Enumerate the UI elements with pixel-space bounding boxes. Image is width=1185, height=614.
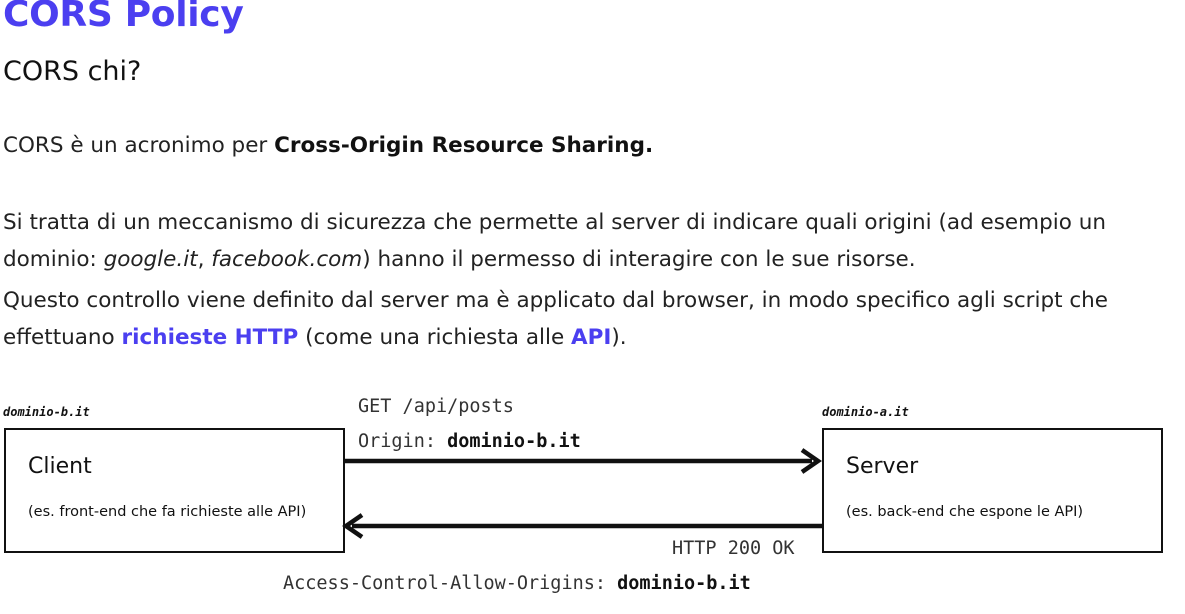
- request-origin-header: Origin: dominio-b.it: [358, 431, 581, 452]
- origin-header-label: Origin:: [358, 431, 448, 452]
- client-title: Client: [28, 454, 92, 479]
- description-paragraph: Si tratta di un meccanismo di sicurezza …: [3, 204, 1183, 278]
- example-domain-google: google.it: [103, 247, 198, 272]
- response-cors-header: Access-Control-Allow-Origins: dominio-b.…: [283, 573, 751, 594]
- client-box: Client (es. front-end che fa richieste a…: [4, 428, 345, 553]
- description-line-2-suffix: ) hanno il permesso di interagire con le…: [362, 247, 916, 272]
- intro-term: Cross-Origin Resource Sharing.: [274, 133, 654, 158]
- description-line-1: Si tratta di un meccanismo di sicurezza …: [3, 210, 1106, 235]
- request-line: GET /api/posts: [358, 396, 514, 417]
- description-separator: ,: [197, 247, 212, 272]
- enforcement-line-2-mid: (come una richiesta alle: [298, 325, 571, 350]
- intro-text: CORS è un acronimo per: [3, 133, 275, 158]
- server-description: (es. back-end che espone le API): [846, 504, 1084, 520]
- cors-header-label: Access-Control-Allow-Origins:: [283, 573, 618, 594]
- enforcement-line-2-suffix: ).: [611, 325, 627, 350]
- client-description: (es. front-end che fa richieste alle API…: [28, 504, 307, 520]
- enforcement-paragraph: Questo controllo viene definito dal serv…: [3, 282, 1183, 356]
- server-domain-label: dominio-a.it: [822, 405, 909, 419]
- client-domain-label: dominio-b.it: [3, 405, 90, 419]
- enforcement-line-2-prefix: effettuano: [3, 325, 122, 350]
- page-title: CORS Policy: [3, 0, 244, 35]
- response-arrow: [342, 513, 822, 539]
- api-link[interactable]: API: [571, 325, 612, 350]
- response-status: HTTP 200 OK: [672, 538, 795, 559]
- section-heading: CORS chi?: [3, 56, 142, 87]
- intro-paragraph: CORS è un acronimo per Cross-Origin Reso…: [3, 127, 1183, 164]
- enforcement-line-1: Questo controllo viene definito dal serv…: [3, 288, 1109, 313]
- request-arrow: [345, 448, 822, 474]
- example-domain-facebook: facebook.com: [211, 247, 363, 272]
- origin-header-value: dominio-b.it: [447, 431, 581, 452]
- server-title: Server: [846, 454, 919, 479]
- http-requests-link[interactable]: richieste HTTP: [121, 325, 299, 350]
- cors-header-value: dominio-b.it: [617, 573, 751, 594]
- description-line-2-prefix: dominio:: [3, 247, 104, 272]
- server-box: Server (es. back-end che espone le API): [822, 428, 1163, 553]
